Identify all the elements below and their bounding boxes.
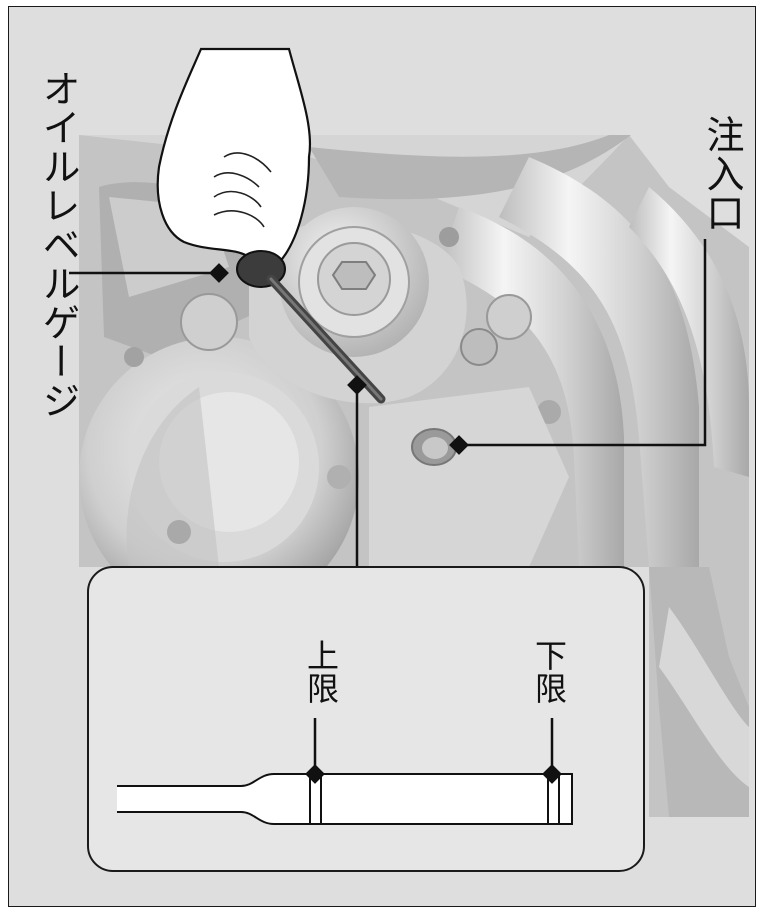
- label-oil-level-gauge: オイルレベルゲージ: [36, 69, 80, 420]
- dipstick-detail-inset: [87, 566, 645, 872]
- hand-illustration: [156, 47, 311, 267]
- callout-oil-filler: [459, 239, 707, 447]
- engine-illustration: [69, 47, 749, 817]
- label-upper-limit: 上限: [302, 639, 340, 705]
- figure-frame: オイルレベルゲージ 注入口 上限 下限: [8, 6, 756, 907]
- label-oil-filler: 注入口: [700, 115, 744, 232]
- label-lower-limit: 下限: [530, 639, 568, 705]
- dipstick-rod: [117, 773, 573, 825]
- dipstick-detail: [117, 718, 573, 825]
